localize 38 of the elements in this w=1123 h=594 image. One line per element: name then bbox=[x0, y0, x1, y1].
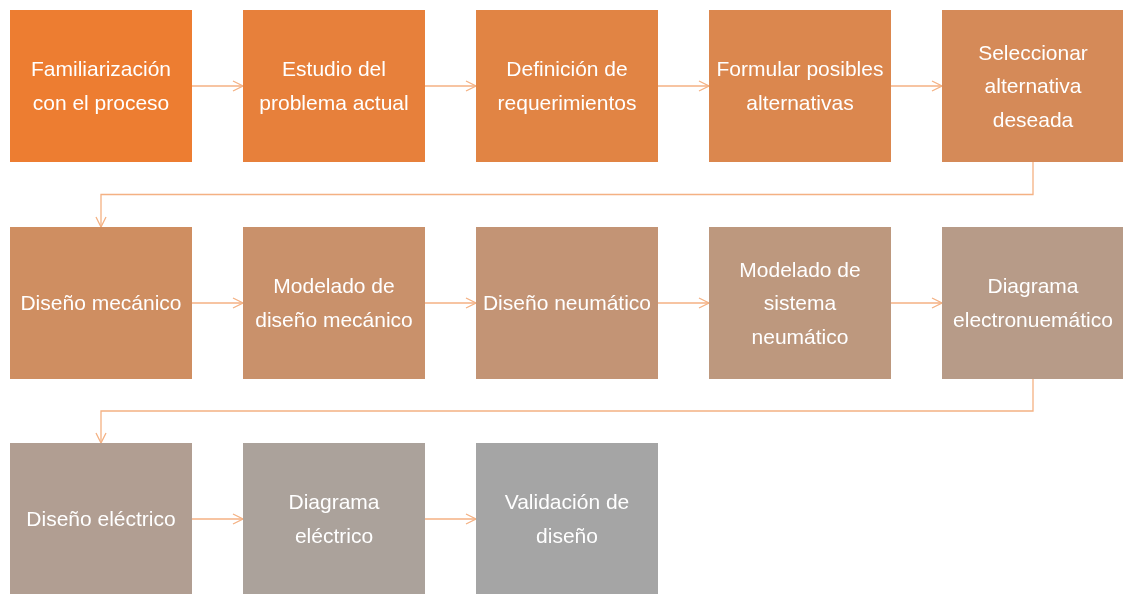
process-box bbox=[476, 10, 658, 162]
step-label: Estudio del problema actual bbox=[258, 56, 410, 116]
process-box bbox=[942, 10, 1123, 162]
step-label: Modelado de diseño mecánico bbox=[254, 273, 414, 333]
process-box bbox=[942, 227, 1123, 379]
step-label: Diseño neumático bbox=[482, 290, 652, 317]
arrow bbox=[95, 161, 1034, 228]
arrow bbox=[657, 297, 710, 309]
step-label: Formular posibles alternativas bbox=[715, 56, 885, 116]
arrow bbox=[191, 80, 244, 92]
arrow bbox=[890, 297, 943, 309]
process-box bbox=[243, 227, 425, 379]
arrow bbox=[191, 513, 244, 525]
step-label: Diagrama electronuemático bbox=[952, 273, 1114, 333]
process-box bbox=[476, 227, 658, 379]
process-box bbox=[476, 443, 658, 594]
arrow bbox=[424, 80, 477, 92]
arrow bbox=[424, 297, 477, 309]
process-box bbox=[709, 227, 891, 379]
process-box bbox=[10, 227, 192, 379]
process-box bbox=[243, 10, 425, 162]
process-box bbox=[709, 10, 891, 162]
step-label: Validación de diseño bbox=[503, 489, 631, 549]
step-label: Definición de requerimientos bbox=[496, 56, 638, 116]
arrow bbox=[95, 378, 1034, 444]
process-box bbox=[10, 10, 192, 162]
arrow bbox=[424, 513, 477, 525]
step-label: Seleccionar alternativa deseada bbox=[977, 39, 1089, 133]
step-label: Diagrama eléctrico bbox=[287, 489, 381, 549]
step-label: Familiarización con el proceso bbox=[29, 56, 172, 116]
arrow bbox=[657, 80, 710, 92]
process-box bbox=[243, 443, 425, 594]
step-label: Diseño eléctrico bbox=[26, 506, 176, 533]
arrow bbox=[890, 80, 943, 92]
step-label: Modelado de sistema neumático bbox=[738, 256, 862, 350]
process-box bbox=[10, 443, 192, 594]
step-label: Diseño mecánico bbox=[20, 290, 182, 317]
arrow bbox=[191, 297, 244, 309]
